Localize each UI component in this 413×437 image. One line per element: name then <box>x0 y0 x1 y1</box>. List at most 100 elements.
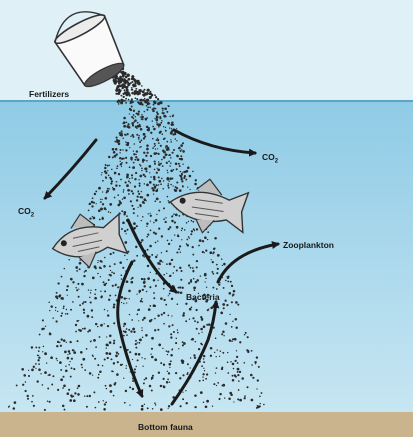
fertilizer-particle <box>99 219 101 221</box>
fertilizer-particle <box>210 307 213 310</box>
fertilizer-particle <box>154 169 156 171</box>
fertilizer-particle <box>141 405 143 407</box>
fertilizer-particle <box>229 292 232 295</box>
fertilizer-particle <box>180 270 182 272</box>
fertilizer-particle <box>194 289 196 291</box>
fertilizer-particle <box>162 261 163 262</box>
fertilizer-particle <box>200 328 203 331</box>
fertilizer-particle <box>241 377 244 380</box>
fertilizer-particle <box>126 259 127 260</box>
fertilizer-particle <box>132 136 134 138</box>
fertilizer-particle <box>212 273 214 275</box>
fertilizer-particle <box>139 290 142 293</box>
fertilizer-particle <box>182 186 184 188</box>
fertilizer-particle <box>141 357 142 358</box>
fertilizer-particle <box>91 309 93 311</box>
fertilizer-particle <box>148 103 150 105</box>
fertilizer-particle <box>67 392 70 395</box>
fertilizer-particle <box>216 288 218 290</box>
fertilizer-particle <box>134 143 136 145</box>
fertilizer-particle <box>121 130 123 132</box>
fertilizer-particle <box>244 397 246 399</box>
fertilizer-particle <box>107 325 109 327</box>
fertilizer-particle <box>185 402 187 404</box>
fertilizer-particle <box>190 279 192 281</box>
fertilizer-particle <box>89 372 92 375</box>
fertilizer-particle <box>196 260 198 262</box>
fertilizer-particle <box>128 180 130 182</box>
fertilizer-particle <box>160 297 163 300</box>
fertilizer-particle <box>64 409 66 411</box>
fertilizer-particle <box>212 253 213 254</box>
fertilizer-particle <box>230 281 232 283</box>
fertilizer-particle <box>91 205 93 207</box>
fertilizer-particle <box>127 123 129 125</box>
fertilizer-particle <box>113 395 115 397</box>
fertilizer-particle <box>212 261 214 263</box>
fertilizer-particle <box>120 296 123 299</box>
bacteria-label: Bacteria <box>186 292 220 302</box>
fertilizer-particle <box>143 281 146 284</box>
fertilizer-particle <box>57 311 58 312</box>
fertilizer-particle <box>126 174 129 177</box>
fertilizer-particle <box>156 168 157 169</box>
fertilizer-particle <box>163 378 165 380</box>
fertilizer-particle <box>136 92 139 95</box>
fertilizer-particle <box>78 385 81 388</box>
fertilizer-particle <box>192 270 194 272</box>
fertilizer-particle <box>92 277 95 280</box>
fertilizer-particle <box>170 157 172 159</box>
fertilizer-particle <box>46 362 47 363</box>
fertilizer-particle <box>126 94 129 97</box>
fertilizer-particle <box>79 304 81 306</box>
fertilizer-particle <box>167 172 168 173</box>
fertilizer-particle <box>149 385 152 388</box>
fertilizer-particle <box>56 345 58 347</box>
fertilizer-particle <box>147 249 149 251</box>
fertilizer-particle <box>189 308 192 311</box>
fertilizer-particle <box>49 310 50 311</box>
fertilizer-particle <box>157 254 158 255</box>
fertilizer-particle <box>139 182 141 184</box>
fertilizer-particle <box>137 125 140 128</box>
fertilizer-particle <box>163 274 165 276</box>
fertilizer-particle <box>201 318 203 320</box>
fertilizer-particle <box>177 303 179 305</box>
fertilizer-particle <box>166 154 168 156</box>
fertilizer-particle <box>116 140 119 143</box>
fertilizer-particle <box>31 401 33 403</box>
fertilizer-particle <box>168 405 170 407</box>
fertilizer-particle <box>118 173 120 175</box>
fertilizer-particle <box>158 184 159 185</box>
fertilizer-particle <box>225 322 228 325</box>
fertilizer-particle <box>126 215 128 217</box>
fertilizer-particle <box>217 382 219 384</box>
fertilizer-particle <box>31 346 33 348</box>
fertilizer-particle <box>222 352 224 354</box>
fertilizer-particle <box>151 254 153 256</box>
fertilizer-particle <box>92 374 93 375</box>
fertilizer-particle <box>104 323 105 324</box>
fertilizer-particle <box>104 257 106 259</box>
fertilizer-particle <box>47 388 49 390</box>
fertilizer-particle <box>157 280 158 281</box>
fertilizer-particle <box>156 184 158 186</box>
fertilizer-particle <box>159 201 161 203</box>
fertilizer-particle <box>93 391 95 393</box>
fertilizer-particle <box>233 368 235 370</box>
fertilizer-particle <box>100 291 101 292</box>
fertilizer-particle <box>55 310 56 311</box>
fertilizer-particle <box>50 305 52 307</box>
fertilizer-particle <box>63 306 65 308</box>
fertilizer-particle <box>124 402 126 404</box>
fertilizer-particle <box>145 377 147 379</box>
fertilizer-particle <box>163 288 165 290</box>
fertilizer-particle <box>50 356 53 359</box>
fertilizer-particle <box>190 189 191 190</box>
fertilizer-particle <box>105 402 107 404</box>
fertilizer-particle <box>177 332 179 334</box>
fertilizer-particle <box>92 355 94 357</box>
fertilizer-particle <box>126 184 129 187</box>
fertilizer-particle <box>144 256 145 257</box>
fertilizer-particle <box>131 92 134 95</box>
